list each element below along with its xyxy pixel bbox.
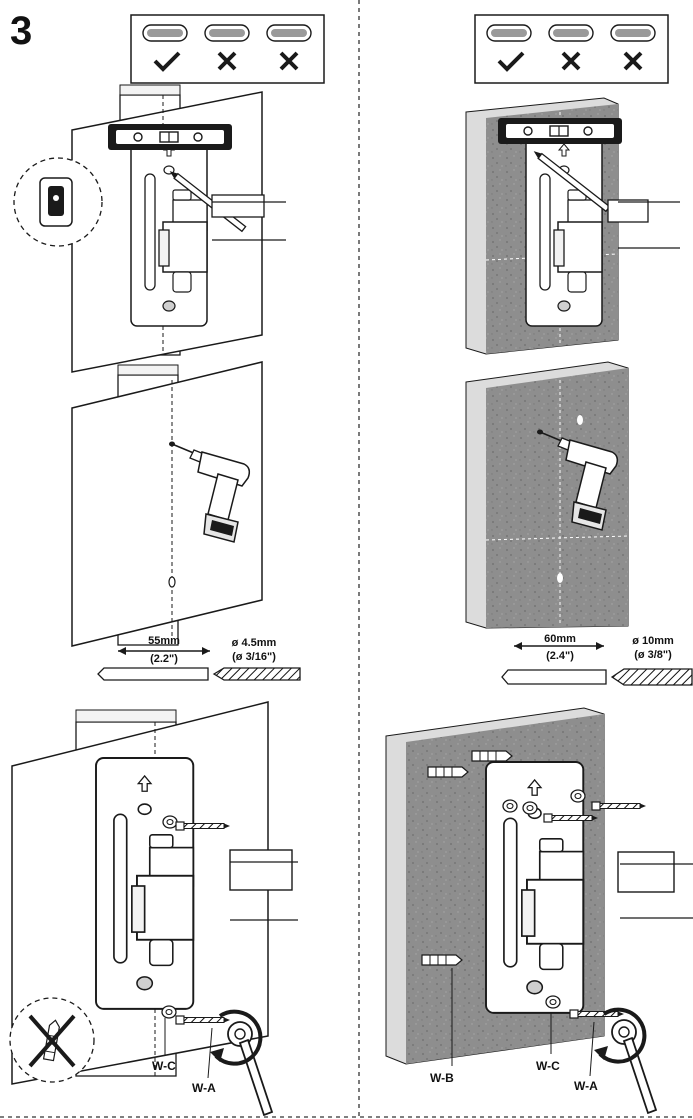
label-lag-bolt: W-A	[192, 1081, 216, 1095]
concrete-hole-spacing: 60mm (2.4")	[514, 633, 604, 662]
check-icon	[497, 51, 525, 72]
concrete-fastening-panel	[385, 707, 693, 1115]
step-number: 3	[10, 9, 32, 53]
drill-bit-icon	[212, 667, 301, 681]
x-icon	[561, 51, 581, 71]
prohibited-icon	[28, 1014, 76, 1068]
level-bubble-bad-2	[266, 24, 312, 71]
lag-bolt	[175, 1015, 231, 1025]
stud-finder-inset	[13, 157, 103, 247]
concrete-drilling-panel	[465, 361, 629, 629]
wood-drill-bit: ø 4.5mm (ø 3/16")	[97, 637, 301, 681]
level-indicator-right	[474, 14, 669, 84]
wood-fastening-panel	[9, 701, 298, 1117]
level-bubble-bad-1	[204, 24, 250, 71]
bubble-level	[107, 123, 233, 151]
level-bubble-ok	[142, 24, 188, 72]
label-washer: W-C	[152, 1059, 176, 1073]
level-indicator-left	[130, 14, 325, 84]
concrete-marking-panel	[465, 97, 680, 355]
hole-spacing-label: 55mm	[148, 635, 180, 647]
drill-bit-size: ø 10mm	[632, 635, 674, 647]
drill-bit-imperial: (ø 3/8")	[634, 649, 672, 661]
tv-arm	[211, 194, 265, 218]
drill-bit-imperial: (ø 3/16")	[232, 651, 276, 663]
washer	[161, 1005, 177, 1019]
pilot-hole-guide	[97, 667, 209, 681]
hole-spacing-imperial: (2.2")	[150, 653, 178, 665]
x-icon	[623, 51, 643, 71]
hole-spacing-imperial: (2.4")	[546, 650, 574, 662]
label-washer-concrete: W-C	[536, 1059, 560, 1073]
check-icon	[153, 51, 181, 72]
x-icon	[279, 51, 299, 71]
no-anchor-inset	[9, 997, 95, 1083]
drill-bit-size: ø 4.5mm	[232, 637, 277, 649]
label-lag-bolt-concrete: W-A	[574, 1079, 598, 1093]
wood-marking-panel	[13, 84, 286, 373]
wood-drilling-panel	[71, 361, 263, 647]
hole-spacing-label: 60mm	[544, 633, 576, 645]
label-anchor: W-B	[430, 1071, 454, 1085]
x-icon	[217, 51, 237, 71]
concrete-drill-bit: ø 10mm (ø 3/8")	[501, 635, 693, 686]
wood-hole-spacing: 55mm (2.2")	[118, 635, 210, 665]
